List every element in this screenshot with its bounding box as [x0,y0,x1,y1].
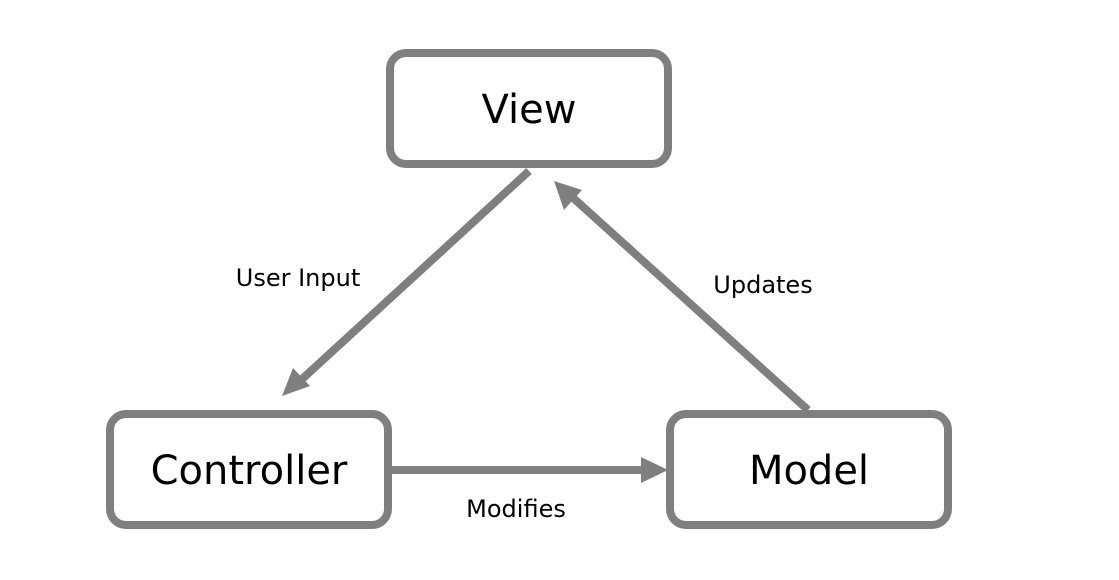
node-controller-box [106,410,392,529]
edge-label-modifies: Modifies [466,495,566,523]
edge-view-to-controller-line [297,168,532,384]
node-model-label: Model [749,448,869,494]
edge-model-to-view-line [568,193,811,413]
edge-view-to-controller [282,168,532,396]
node-view-label: View [482,87,577,133]
node-model-box [666,410,952,529]
node-view: View [386,49,672,168]
edge-model-to-view-arrowhead [554,181,582,210]
node-model: Model [666,410,952,529]
edge-model-to-view [554,181,811,413]
node-controller-label: Controller [151,448,348,494]
edge-controller-to-model-arrowhead [641,457,668,483]
node-controller: Controller [106,410,392,529]
node-view-box [386,49,672,168]
edge-view-to-controller-arrowhead [282,368,310,396]
edge-label-user-input: User Input [236,264,360,292]
edge-label-updates: Updates [713,271,812,299]
edge-controller-to-model [392,457,668,483]
